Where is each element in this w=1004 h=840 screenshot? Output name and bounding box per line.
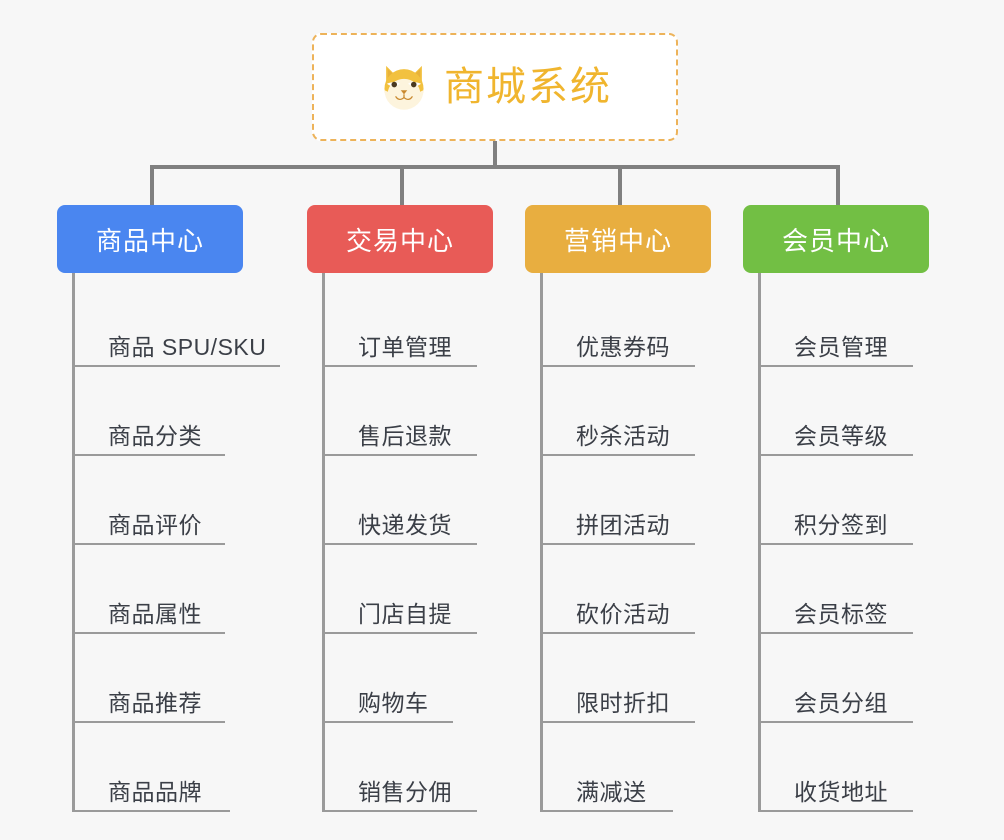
leaf-label: 商品 SPU/SKU	[108, 333, 267, 360]
leaf-label: 秒杀活动	[576, 422, 670, 449]
category-header-4[interactable]: 会员中心	[743, 205, 929, 273]
leaf-item[interactable]: 拼团活动	[543, 456, 695, 545]
category-label-3: 营销中心	[563, 225, 672, 256]
leaf-label: 收货地址	[794, 778, 888, 805]
category-header-1[interactable]: 商品中心	[57, 205, 243, 273]
leaf-item[interactable]: 商品属性	[75, 545, 225, 634]
leaf-item[interactable]: 商品分类	[75, 367, 225, 456]
connector-horizontal-bus	[150, 165, 840, 169]
category-column-1: 商品中心 商品 SPU/SKU 商品分类 商品评价 商品属性 商品推荐 商品品牌	[57, 205, 280, 812]
leaf-item[interactable]: 订单管理	[325, 273, 477, 367]
connector-root-stem	[493, 141, 497, 168]
leaf-item[interactable]: 优惠券码	[543, 273, 695, 367]
leaf-label: 快递发货	[358, 511, 452, 538]
leaf-label: 会员分组	[794, 689, 888, 716]
leaf-label: 限时折扣	[576, 689, 670, 716]
leaf-label: 砍价活动	[576, 600, 670, 627]
branch-3: 优惠券码 秒杀活动 拼团活动 砍价活动 限时折扣 满减送	[540, 273, 711, 812]
leaf-item[interactable]: 快递发货	[325, 456, 477, 545]
connector-drop-3	[618, 165, 622, 205]
leaf-item[interactable]: 会员管理	[761, 273, 913, 367]
leaf-label: 会员标签	[794, 600, 888, 627]
leaf-label: 购物车	[358, 689, 429, 716]
leaf-item[interactable]: 售后退款	[325, 367, 477, 456]
connector-drop-4	[836, 165, 840, 205]
leaf-label: 售后退款	[358, 422, 452, 449]
leaf-item[interactable]: 限时折扣	[543, 634, 695, 723]
leaf-item[interactable]: 商品品牌	[75, 723, 230, 812]
leaf-label: 满减送	[576, 778, 647, 805]
leaf-item[interactable]: 秒杀活动	[543, 367, 695, 456]
leaf-item[interactable]: 商品评价	[75, 456, 225, 545]
leaf-item[interactable]: 商品 SPU/SKU	[75, 273, 280, 367]
dog-face-icon	[378, 61, 430, 113]
leaf-item[interactable]: 砍价活动	[543, 545, 695, 634]
leaf-item[interactable]: 购物车	[325, 634, 453, 723]
branch-2: 订单管理 售后退款 快递发货 门店自提 购物车 销售分佣	[322, 273, 493, 812]
leaf-label: 门店自提	[358, 600, 452, 627]
root-node[interactable]: 商城系统	[312, 33, 678, 141]
category-label-2: 交易中心	[345, 225, 454, 256]
category-label-1: 商品中心	[95, 225, 204, 256]
leaf-label: 积分签到	[794, 511, 888, 538]
connector-drop-1	[150, 165, 154, 205]
leaf-item[interactable]: 满减送	[543, 723, 673, 812]
category-column-4: 会员中心 会员管理 会员等级 积分签到 会员标签 会员分组 收货地址	[743, 205, 929, 812]
category-label-4: 会员中心	[781, 225, 890, 256]
branch-4: 会员管理 会员等级 积分签到 会员标签 会员分组 收货地址	[758, 273, 929, 812]
branch-1: 商品 SPU/SKU 商品分类 商品评价 商品属性 商品推荐 商品品牌	[72, 273, 280, 812]
leaf-label: 订单管理	[358, 333, 452, 360]
leaf-item[interactable]: 会员标签	[761, 545, 913, 634]
leaf-label: 商品评价	[108, 511, 202, 538]
leaf-item[interactable]: 收货地址	[761, 723, 913, 812]
category-header-3[interactable]: 营销中心	[525, 205, 711, 273]
category-header-2[interactable]: 交易中心	[307, 205, 493, 273]
leaf-item[interactable]: 会员等级	[761, 367, 913, 456]
leaf-label: 销售分佣	[358, 778, 452, 805]
leaf-label: 拼团活动	[576, 511, 670, 538]
leaf-label: 商品分类	[108, 422, 202, 449]
category-column-2: 交易中心 订单管理 售后退款 快递发货 门店自提 购物车 销售分佣	[307, 205, 493, 812]
leaf-item[interactable]: 商品推荐	[75, 634, 225, 723]
leaf-item[interactable]: 会员分组	[761, 634, 913, 723]
category-column-3: 营销中心 优惠券码 秒杀活动 拼团活动 砍价活动 限时折扣 满减送	[525, 205, 711, 812]
leaf-label: 优惠券码	[576, 333, 670, 360]
leaf-label: 商品推荐	[108, 689, 202, 716]
leaf-label: 会员等级	[794, 422, 888, 449]
leaf-label: 会员管理	[794, 333, 888, 360]
leaf-item[interactable]: 积分签到	[761, 456, 913, 545]
leaf-item[interactable]: 门店自提	[325, 545, 477, 634]
leaf-label: 商品品牌	[108, 778, 202, 805]
leaf-label: 商品属性	[108, 600, 202, 627]
root-title: 商城系统	[444, 65, 612, 109]
connector-drop-2	[400, 165, 404, 205]
leaf-item[interactable]: 销售分佣	[325, 723, 477, 812]
